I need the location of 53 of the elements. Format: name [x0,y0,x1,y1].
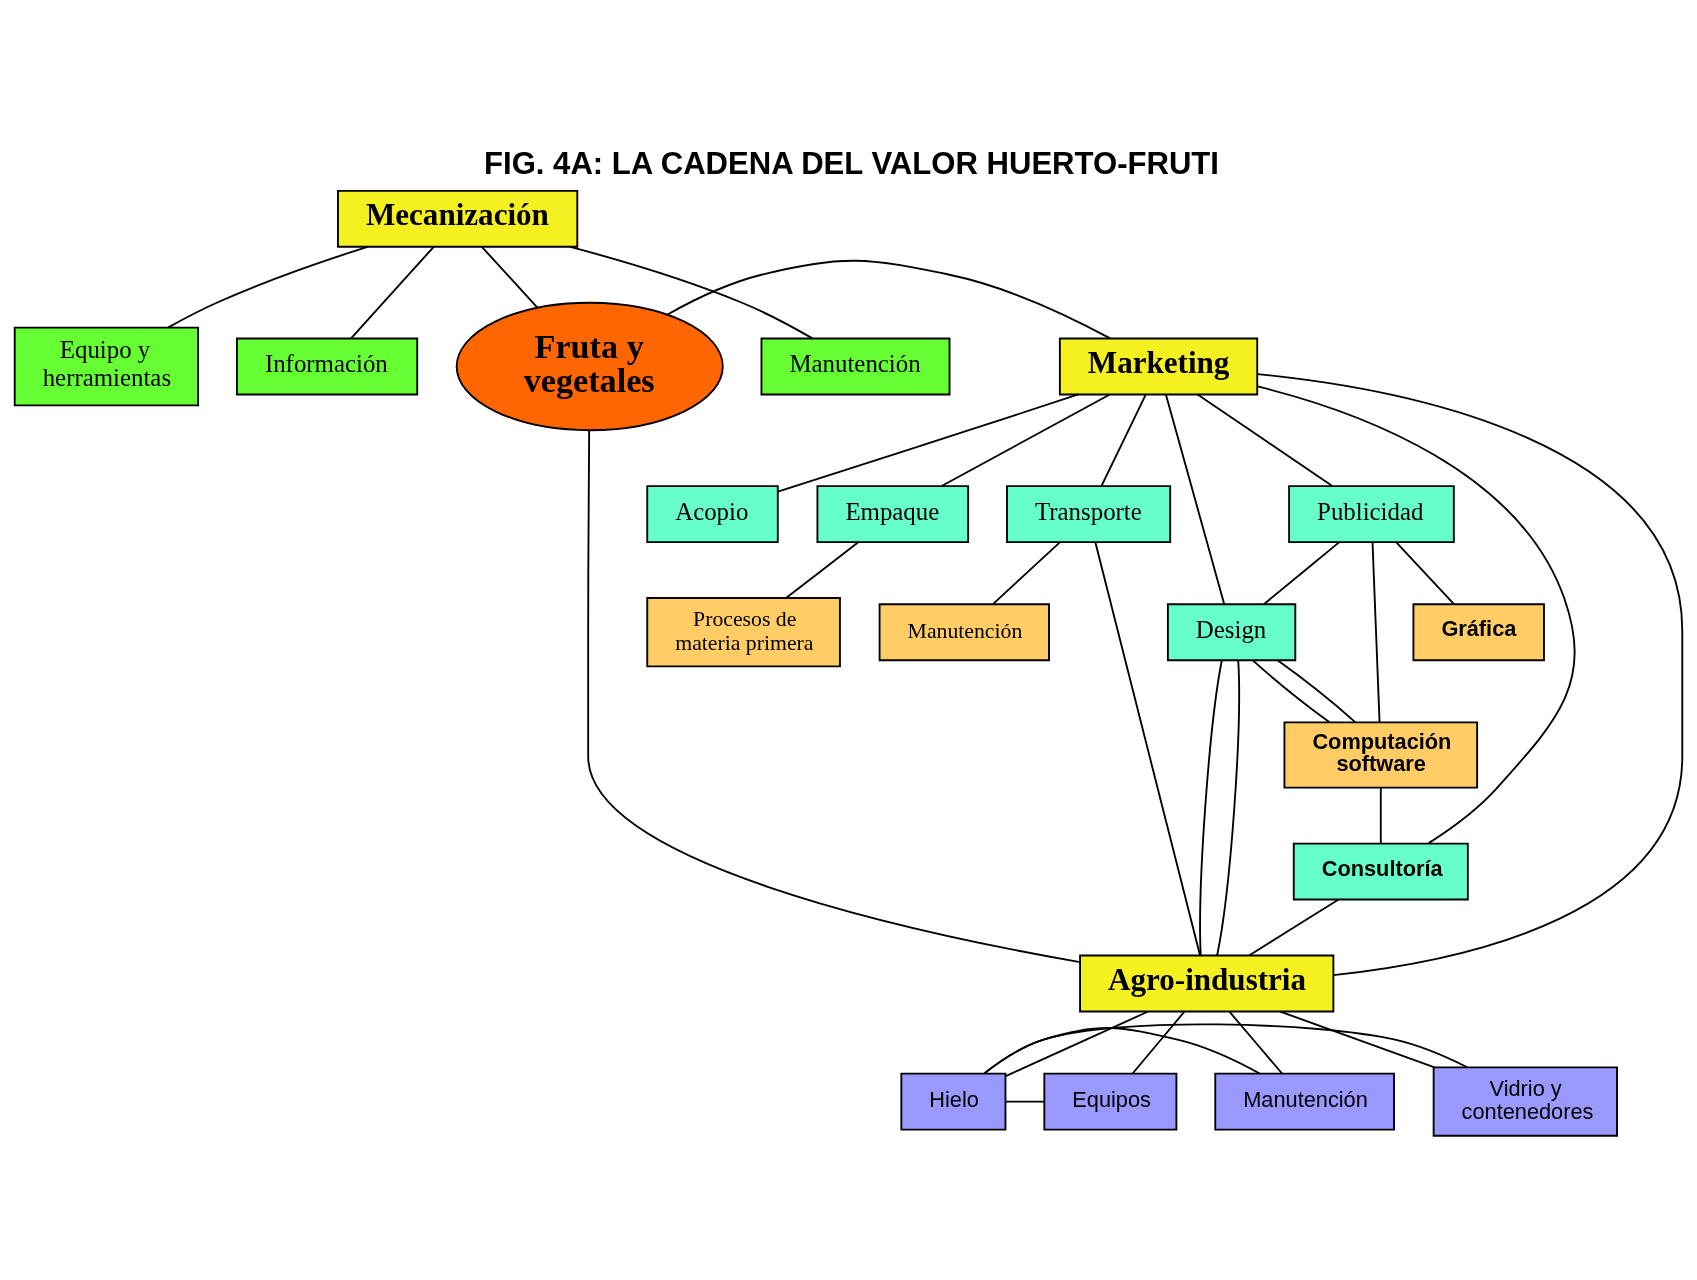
diagram-title: FIG. 4A: LA CADENA DEL VALOR HUERTO-FRUTI [484,145,1219,181]
connector [1165,393,1226,605]
node-box: Computación software [1283,721,1479,789]
node-box: Procesos de materia primera [646,597,841,668]
connector [1251,659,1331,724]
connector [350,245,435,339]
node-box: Mecanización [337,189,579,248]
connector [1196,393,1333,487]
connector [1248,898,1340,957]
node-box: Agro-industria [1079,954,1335,1013]
connector [992,541,1061,606]
connector [1216,659,1240,957]
node-box: Vidrio y contenedores [1432,1066,1618,1137]
node-box: Transporte [1006,485,1172,544]
node-ellipse: Fruta y vegetales [455,301,724,432]
connector [1004,1100,1045,1103]
connector [1279,1010,1436,1069]
connector [167,245,369,329]
node-box: Hielo [900,1072,1007,1131]
connector [1371,541,1381,723]
node-box: Acopio [646,485,779,544]
connector [666,259,1112,340]
node-box: Empaque [816,485,970,544]
connector [1100,393,1147,487]
connector [1262,541,1340,606]
connector [1004,1010,1150,1078]
node-box: Manutención [760,337,951,396]
node-box: Publicidad [1288,485,1455,544]
connector [1131,1010,1186,1075]
node-box: Equipos [1043,1072,1178,1131]
node-box: Gráfica [1412,603,1545,662]
connector [1256,385,1576,845]
connector [1228,1010,1283,1075]
node-box: Manutención [878,603,1050,662]
connector [940,393,1111,487]
node-box: Consultoría [1292,842,1469,901]
connector [1199,659,1223,957]
connector [569,245,814,340]
connector [776,393,1080,493]
connector [785,541,860,599]
node-box: Manutención [1214,1072,1395,1131]
connector [587,429,1081,964]
connector [1379,787,1382,845]
connector [1094,541,1201,957]
connector [1276,659,1357,724]
node-box: Design [1166,603,1297,662]
node-box: Información [236,337,419,396]
connector [1256,373,1684,977]
connector [1395,541,1455,606]
connector [480,245,539,309]
connector [983,1023,1469,1075]
node-box: Equipo y herramientas [13,326,200,407]
node-box: Marketing [1058,337,1259,396]
